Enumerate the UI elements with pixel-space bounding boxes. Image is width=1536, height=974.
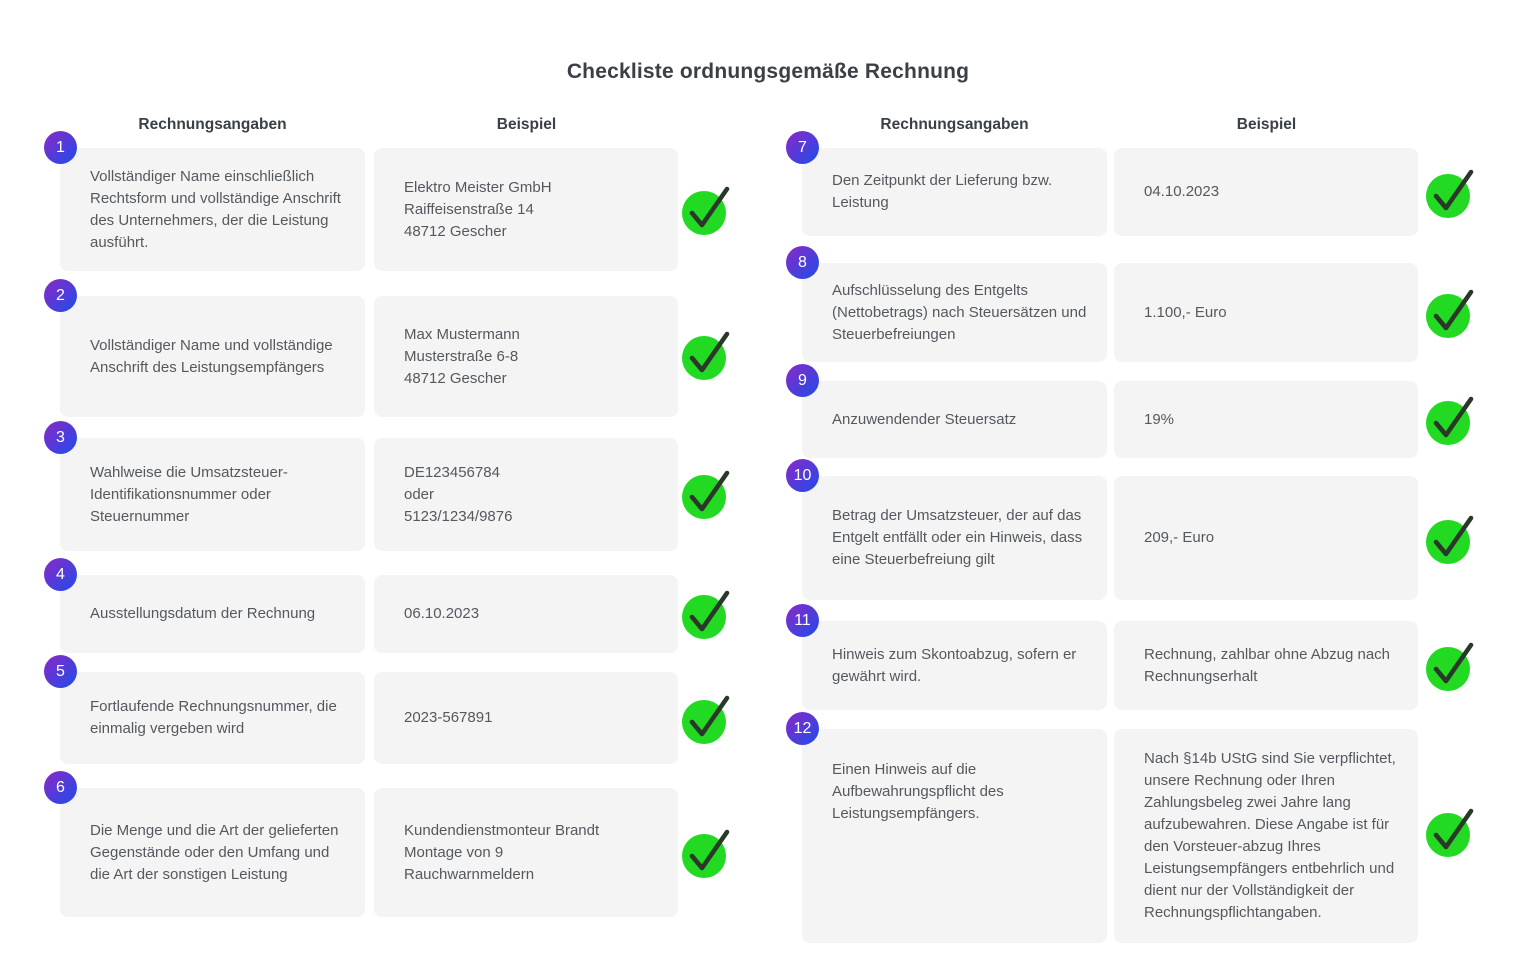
example-box: 2023-567891 (374, 672, 678, 764)
requirement-box: Betrag der Umsatzsteuer, der auf das Ent… (802, 476, 1107, 600)
item-number-badge: 8 (786, 246, 819, 279)
example-box: Nach §14b UStG sind Sie verpflichtet, un… (1114, 729, 1418, 943)
item-number-badge: 10 (786, 459, 819, 492)
requirement-text: Betrag der Umsatzsteuer, der auf das Ent… (832, 507, 1083, 568)
example-text: Rechnung, zahlbar ohne Abzug nach Rechnu… (1144, 645, 1391, 685)
header-rechnungsangaben-left: Rechnungsangaben (138, 116, 287, 133)
example-text: 209,- Euro (1144, 529, 1215, 546)
requirement-text: Vollständiger Name einschließlich Rechts… (90, 167, 341, 251)
requirement-text: Vollständiger Name und vollständige Ansc… (90, 336, 333, 376)
example-box: DE123456784 oder 5123/1234/9876 (374, 438, 678, 551)
example-box: Elektro Meister GmbH Raiffeisenstraße 14… (374, 148, 678, 271)
requirement-box: Den Zeitpunkt der Lieferung bzw. Leistun… (802, 148, 1107, 236)
item-number: 11 (794, 611, 811, 629)
requirement-box: Fortlaufende Rechnungsnummer, die einmal… (60, 672, 365, 764)
item-number: 6 (56, 778, 65, 796)
example-text: Elektro Meister GmbH Raiffeisenstraße 14… (404, 178, 552, 240)
requirement-text: Einen Hinweis auf die Aufbewahrungspflic… (832, 761, 1004, 822)
example-box: Rechnung, zahlbar ohne Abzug nach Rechnu… (1114, 621, 1418, 710)
requirement-box: Vollständiger Name einschließlich Rechts… (60, 148, 365, 271)
item-number: 9 (798, 371, 807, 389)
item-number-badge: 4 (44, 558, 77, 591)
checkmark-icon (1426, 169, 1474, 218)
checkmark-icon (682, 331, 730, 380)
requirement-text: Aufschlüsselung des Entgelts (Nettobetra… (832, 281, 1087, 343)
requirement-text: Fortlaufende Rechnungsnummer, die einmal… (90, 698, 337, 737)
item-number: 10 (793, 466, 812, 484)
item-number: 3 (56, 428, 65, 446)
checkmark-icon (1426, 289, 1474, 338)
example-box: 06.10.2023 (374, 575, 678, 653)
requirement-text: Wahlweise die Umsatzsteuer-Identifikatio… (90, 463, 288, 525)
item-number-badge: 3 (44, 421, 77, 454)
item-number: 12 (793, 719, 812, 737)
example-box: 19% (1114, 381, 1418, 458)
requirement-text: Anzuwendender Steuersatz (832, 410, 1017, 428)
example-text: 1.100,- Euro (1144, 303, 1227, 321)
item-number-badge: 9 (786, 364, 819, 397)
example-text: Max Mustermann Musterstraße 6-8 48712 Ge… (404, 325, 520, 387)
item-number-badge: 1 (44, 131, 77, 164)
checkmark-icon (1426, 396, 1474, 445)
item-number: 5 (56, 662, 65, 680)
item-number: 2 (56, 286, 65, 304)
example-box: 1.100,- Euro (1114, 263, 1418, 362)
page-title: Checkliste ordnungsgemäße Rechnung (566, 60, 970, 83)
requirement-box: Einen Hinweis auf die Aufbewahrungspflic… (802, 729, 1107, 943)
example-text: 2023-567891 (404, 709, 493, 726)
checkmark-icon (1426, 642, 1474, 691)
item-number-badge: 11 (786, 604, 819, 637)
example-box: 209,- Euro (1114, 476, 1418, 600)
requirement-box: Aufschlüsselung des Entgelts (Nettobetra… (802, 263, 1107, 362)
checkmark-icon (682, 829, 730, 878)
requirement-text: Den Zeitpunkt der Lieferung bzw. Leistun… (832, 172, 1053, 211)
requirement-box: Vollständiger Name und vollständige Ansc… (60, 296, 365, 417)
item-number-badge: 5 (44, 655, 77, 688)
requirement-box: Hinweis zum Skontoabzug, sofern er gewäh… (802, 621, 1107, 710)
requirement-box: Die Menge und die Art der gelieferten Ge… (60, 788, 365, 917)
requirement-box: Ausstellungsdatum der Rechnung (60, 575, 365, 653)
item-number: 1 (56, 138, 65, 156)
example-text: 04.10.2023 (1144, 183, 1220, 200)
checkmark-icon (1426, 515, 1474, 564)
requirement-box: Wahlweise die Umsatzsteuer-Identifikatio… (60, 438, 365, 551)
example-box: Max Mustermann Musterstraße 6-8 48712 Ge… (374, 296, 678, 417)
item-number: 8 (798, 253, 807, 271)
checkmark-icon (682, 470, 730, 519)
checkmark-icon (682, 186, 730, 235)
checkmark-icon (682, 695, 730, 744)
checkmark-icon (682, 590, 730, 639)
requirement-text: Die Menge und die Art der gelieferten Ge… (90, 821, 339, 883)
header-beispiel-right: Beispiel (1236, 116, 1297, 133)
example-text: Nach §14b UStG sind Sie verpflichtet, un… (1144, 750, 1396, 921)
requirement-box: Anzuwendender Steuersatz (802, 381, 1107, 458)
header-beispiel-left: Beispiel (496, 116, 557, 133)
checkmark-icon (1426, 808, 1474, 857)
item-number-badge: 2 (44, 279, 77, 312)
item-number-badge: 6 (44, 771, 77, 804)
example-text: 19% (1144, 410, 1175, 428)
example-text: 06.10.2023 (404, 605, 480, 622)
header-rechnungsangaben-right: Rechnungsangaben (880, 116, 1029, 133)
example-box: Kundendienstmonteur Brandt Montage von 9… (374, 788, 678, 917)
example-text: DE123456784 oder 5123/1234/9876 (404, 463, 513, 525)
requirement-text: Hinweis zum Skontoabzug, sofern er gewäh… (832, 645, 1077, 685)
item-number: 4 (56, 565, 65, 583)
item-number-badge: 12 (786, 712, 819, 745)
requirement-text: Ausstellungsdatum der Rechnung (90, 605, 316, 622)
item-number-badge: 7 (786, 131, 819, 164)
example-box: 04.10.2023 (1114, 148, 1418, 236)
example-text: Kundendienstmonteur Brandt Montage von 9… (404, 821, 600, 883)
item-number: 7 (798, 138, 807, 156)
